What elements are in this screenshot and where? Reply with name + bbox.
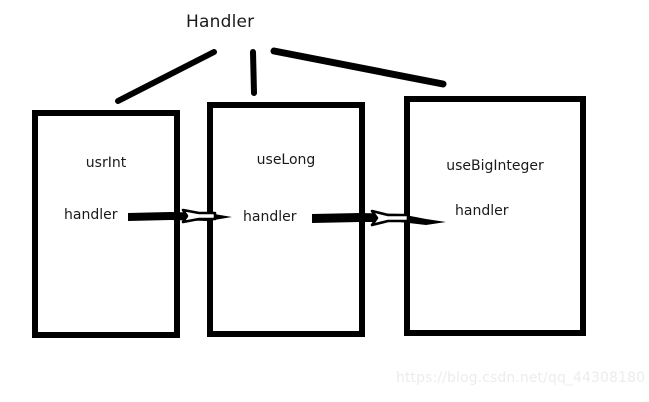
arrow-head-hollow-2: [370, 209, 410, 227]
class-box-rect-useBigInteger: [404, 96, 586, 336]
association-arrow-usrInt-to-useLong: [128, 208, 232, 224]
page-title: Handler: [186, 12, 255, 32]
connector-line-useLong-to-handler: [250, 49, 257, 96]
association-arrow-useLong-to-useBigInteger: [312, 209, 446, 227]
class-box-title-useLong: useLong: [256, 152, 316, 168]
class-box-field-useBigInteger-handler: handler: [455, 203, 509, 219]
connector-line-useBigInteger-to-handler: [270, 47, 447, 88]
connector-line-usrInt-to-handler: [115, 49, 217, 104]
class-box-usrInt[interactable]: [32, 110, 180, 338]
class-box-title-useBigInteger: useBigInteger: [446, 158, 544, 174]
class-box-field-usrInt-handler: handler: [64, 207, 118, 223]
arrow-head-hollow-1: [181, 208, 217, 224]
class-box-rect-usrInt: [32, 110, 180, 338]
watermark-text: https://blog.csdn.net/qq_44308180: [396, 370, 646, 386]
class-box-useBigInteger[interactable]: [404, 96, 586, 336]
class-box-title-usrInt: usrInt: [85, 155, 127, 171]
class-box-field-useLong-handler: handler: [243, 209, 297, 225]
